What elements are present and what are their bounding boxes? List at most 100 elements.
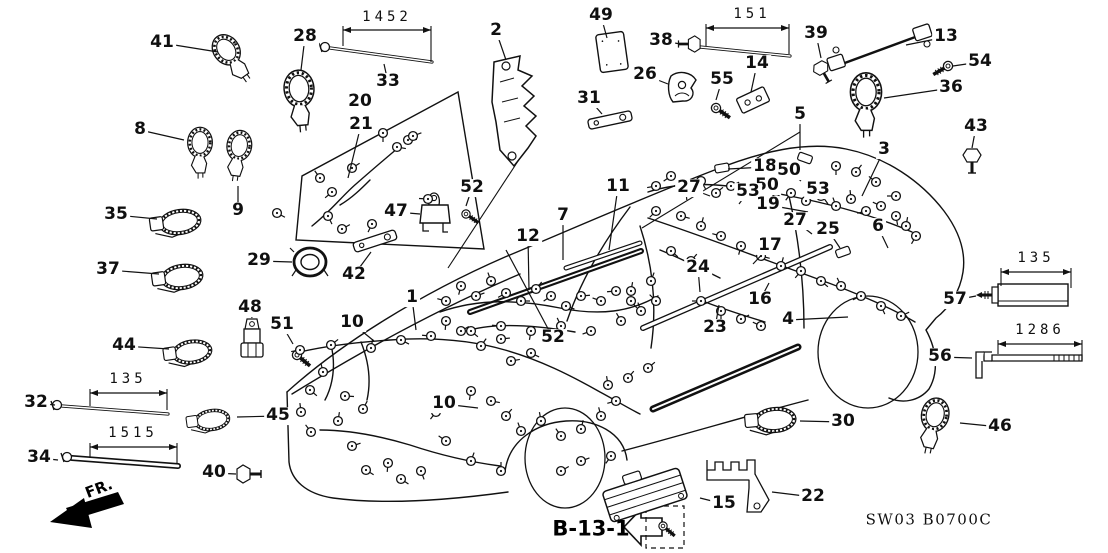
connector-pin [619,319,623,323]
connector-pin [499,337,503,341]
leader-line-11 [608,186,619,251]
connector-pin [804,199,808,203]
leader-line-43 [971,126,977,149]
connector-pin [599,299,603,303]
dim-arrow-left [998,341,1006,347]
connector-pin [343,394,347,398]
connector-pin [429,334,433,338]
connector-pin [340,227,344,231]
connector-pin [419,469,423,473]
connector-pin [654,299,658,303]
part-26-art [667,71,697,103]
dim-arrow-left [343,27,351,33]
leader-line-12 [527,236,530,291]
leader-line-55 [715,79,723,101]
connector-pin [864,209,868,213]
leader-line-45 [236,415,279,418]
connector-pin [629,289,633,293]
connector-pin [839,284,843,288]
connector-pin [669,174,673,178]
leader-line-24 [697,267,701,293]
leader-line-16 [759,282,770,301]
part-13-art [826,23,933,72]
connector-pin [879,204,883,208]
connector-pin [509,359,513,363]
part-14-art [736,86,770,114]
connector-pin [529,351,533,355]
part-15-art [602,467,688,523]
leader-line-31 [588,98,603,115]
connector-pin [459,284,463,288]
part-36-art [849,72,883,138]
leader-line-56 [939,356,973,359]
connector-pin [699,299,703,303]
leader-line-46 [959,422,1001,428]
leader-line-35 [115,214,158,220]
connector-pin [774,197,778,201]
connector-pin [330,190,334,194]
connector-pin [504,291,508,295]
connector-pin [729,184,733,188]
leader-line-47 [395,211,421,215]
leader-line-37 [107,269,160,275]
leader-line-33 [383,63,389,83]
leader-line-51 [281,324,294,345]
leader-line-30 [799,420,844,423]
leader-line-14 [750,63,758,93]
leader-line-19 [767,204,809,213]
connector-pin [336,419,340,423]
connector-pin [654,209,658,213]
connector-pin [834,204,838,208]
leader-line-50 [788,170,802,182]
connector-pin [874,180,878,184]
leader-line-44 [123,345,170,350]
part-34-rod-core [70,456,180,468]
part-8a-art [187,126,213,179]
connector-pin [849,197,853,201]
connector-pin [444,319,448,323]
part-44-art [162,339,213,368]
part-8b-art [226,129,253,182]
leader-line-27 [794,220,813,235]
connector-pin [714,191,718,195]
leader-line-15 [699,497,725,505]
dim-arrow-left [706,25,714,31]
part-5-art [797,151,813,165]
connector-pin [669,249,673,253]
sill-wire-23-core [641,245,832,330]
car-front-lower [286,391,509,503]
dim-arrow-right [169,444,177,450]
connector-pin [859,294,863,298]
connector-pin [579,294,583,298]
part-33-rod-clip-tab [318,42,323,53]
part-32-rod-core [61,405,169,415]
dim-arrow-right [423,27,431,33]
dim-arrow-left [90,390,98,396]
part-39-art [813,60,833,85]
connector-pin [559,434,563,438]
leader-line-40 [213,472,237,475]
connector-pin [559,324,563,328]
sill-strip-lower-core [652,346,799,410]
harness-connectors-layer [271,127,922,485]
connector-pin [549,294,553,298]
detail-bolt-art [658,521,676,538]
connector-pin [614,289,618,293]
part-34-rod-clip-tab [60,452,65,463]
connector-pin [679,214,683,218]
dim-arrow-left [1001,269,1009,275]
connector-pin [609,454,613,458]
leader-line-57 [954,295,977,301]
connector-pin [395,145,399,149]
connector-pin [606,383,610,387]
connector-pin [469,459,473,463]
leader-line-8 [139,129,185,141]
connector-pin [629,299,633,303]
leader-line-54 [952,61,981,67]
dim-arrow-left [90,444,98,450]
part-52-screw-art [461,209,480,225]
connector-pin [386,461,390,465]
dim-arrow-right [159,390,167,396]
border-parts-layer [148,23,1083,538]
connector-pin [489,399,493,403]
